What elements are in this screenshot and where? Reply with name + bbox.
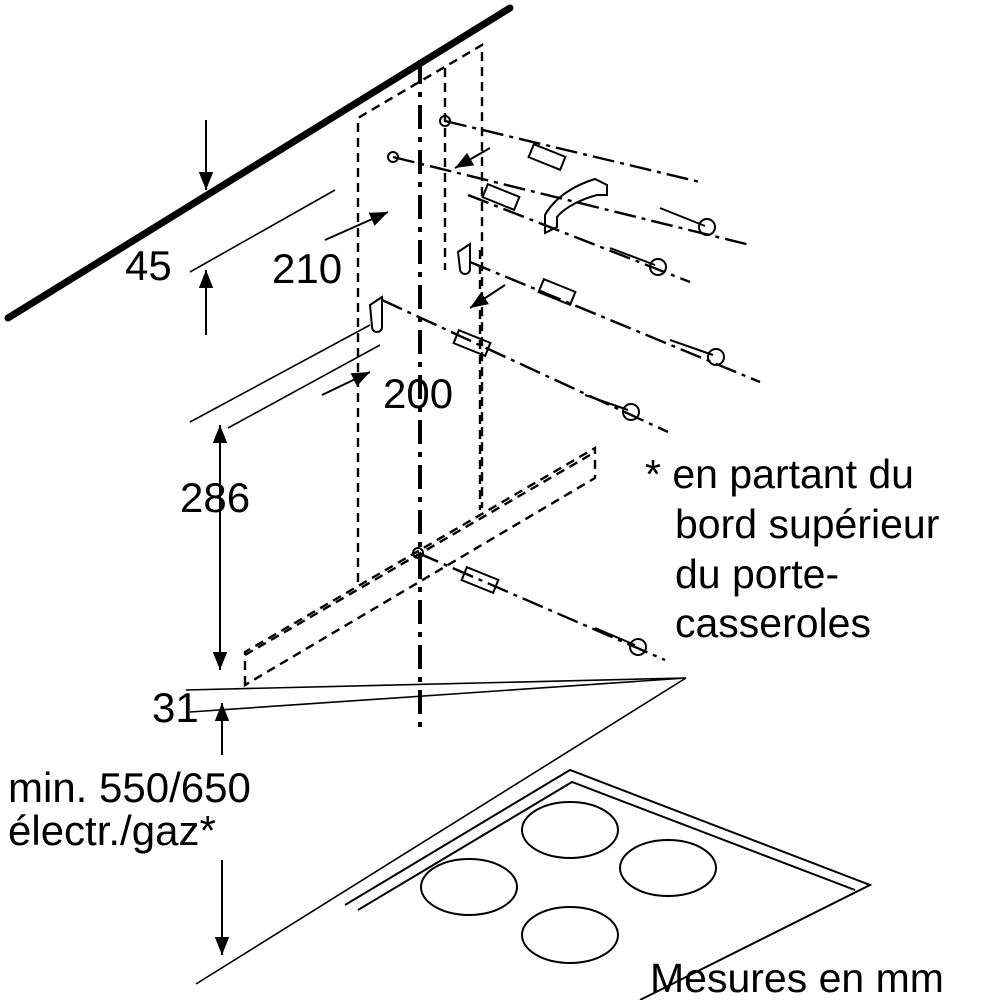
hob-burner-1 bbox=[521, 801, 619, 859]
min-height-line2: électr./gaz* bbox=[8, 807, 216, 854]
screw-holes bbox=[368, 115, 471, 559]
bracket-clip bbox=[544, 177, 608, 235]
hob-burner-3 bbox=[420, 858, 518, 916]
note-line4: casseroles bbox=[675, 600, 871, 646]
note: * en partant du bord supérieur du porte-… bbox=[645, 451, 939, 646]
dimension-min-height: min. 550/650 électr./gaz* bbox=[8, 703, 251, 955]
note-line3: du porte- bbox=[675, 551, 839, 597]
dimension-45: 45 bbox=[125, 120, 214, 335]
dimension-210-label: 210 bbox=[272, 245, 342, 292]
wall-plugs bbox=[452, 142, 577, 595]
ceiling-line bbox=[4, 4, 514, 322]
extension-lines bbox=[185, 189, 687, 985]
screws bbox=[584, 207, 725, 656]
bracket-outline bbox=[356, 42, 484, 582]
note-line2: bord supérieur bbox=[675, 501, 939, 547]
hob bbox=[344, 768, 873, 1001]
dimension-286: 286 bbox=[180, 425, 250, 670]
dimension-200: 200 bbox=[321, 284, 506, 417]
units-label: Mesures en mm bbox=[650, 955, 944, 1000]
dimension-286-label: 286 bbox=[180, 474, 250, 521]
hob-burner-2 bbox=[619, 839, 717, 897]
dimension-31: 31 bbox=[152, 684, 199, 731]
dimension-210: 210 bbox=[272, 147, 491, 292]
dimension-45-label: 45 bbox=[125, 242, 172, 289]
pot-rail bbox=[243, 445, 597, 688]
note-line1: * en partant du bbox=[645, 451, 914, 497]
dimension-31-label: 31 bbox=[152, 684, 199, 731]
min-height-line1: min. 550/650 bbox=[8, 764, 251, 811]
hob-burner-4 bbox=[521, 906, 619, 964]
assembly-lines bbox=[381, 119, 761, 662]
